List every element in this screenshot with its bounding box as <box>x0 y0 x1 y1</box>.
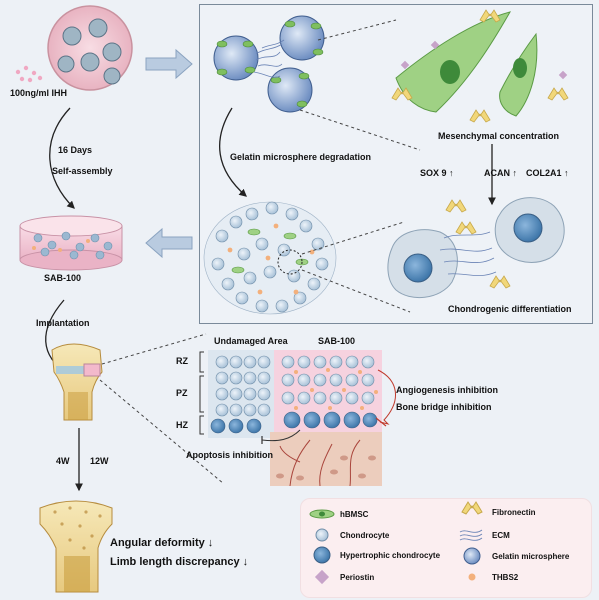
chondrogenic-cells <box>387 197 565 299</box>
arrow-left <box>145 227 193 259</box>
implantation-label: Implantation <box>36 318 90 328</box>
bone-bridge-label: Bone bridge inhibition <box>396 402 492 412</box>
down-arrow-icon: ↓ <box>242 556 249 568</box>
legend-thbs2: THBS2 <box>492 573 519 582</box>
sox9-label: SOX 9 ↑ <box>420 168 454 178</box>
legend-fibronectin: Fibronectin <box>492 508 536 517</box>
chondrogenic-label: Chondrogenic differentiation <box>448 304 572 314</box>
petri-dish <box>47 5 133 91</box>
sab-left-label: SAB-100 <box>44 273 82 283</box>
gelatin-degradation-label: Gelatin microsphere degradation <box>230 152 372 162</box>
ihh-dots <box>15 65 43 83</box>
legend-gelatin: Gelatin microsphere <box>492 552 570 561</box>
legend-periostin: Periostin <box>340 573 375 582</box>
arrow-right <box>145 48 193 80</box>
undamaged-label: Undamaged Area <box>214 336 288 346</box>
zoom-line-top <box>101 333 207 365</box>
pz-label: PZ <box>176 388 188 398</box>
week4-label: 4W <box>56 456 70 466</box>
bone-large <box>39 500 113 593</box>
sab-disk <box>19 215 123 271</box>
scaffold-aggregate <box>203 201 337 315</box>
hz-label: HZ <box>176 420 188 430</box>
days-label: 16 Days <box>58 145 93 155</box>
curve-arrow-3 <box>219 107 247 197</box>
up-arrow-icon: ↑ <box>512 168 518 178</box>
sab-right-label: SAB-100 <box>318 336 356 346</box>
self-assembly-label: Self-assembly <box>52 166 113 176</box>
col2a1-label: COL2A1 ↑ <box>526 168 569 178</box>
acan-label: ACAN ↑ <box>484 168 518 178</box>
growth-plate-zoom <box>199 350 396 487</box>
up-arrow-icon: ↑ <box>564 168 569 178</box>
curve-arrow-1 <box>49 107 75 209</box>
legend-hypertrophic: Hypertrophic chondrocyte <box>340 551 441 560</box>
ihh-label: 100ng/ml IHH <box>10 88 68 98</box>
down-arrow-icon: ↓ <box>207 537 214 549</box>
limb-label: Limb length discrepancy ↓ <box>110 556 249 568</box>
mesenchymal-cells <box>391 9 569 123</box>
week12-label: 12W <box>90 456 109 466</box>
legend-chondrocyte: Chondrocyte <box>340 531 390 540</box>
legend-hbmsc: hBMSC <box>340 510 369 519</box>
microsphere-aggregates <box>213 15 325 113</box>
up-arrow-icon: ↑ <box>449 168 454 178</box>
legend-icons <box>309 501 483 585</box>
angular-label: Angular deformity ↓ <box>110 537 214 549</box>
legend-ecm: ECM <box>492 531 510 540</box>
bone-small <box>51 343 103 421</box>
angiogenesis-label: Angiogenesis inhibition <box>396 385 498 395</box>
rz-label: RZ <box>176 356 188 366</box>
mesenchymal-label: Mesenchymal concentration <box>438 131 560 141</box>
zoom-line-bottom <box>99 379 225 485</box>
apoptosis-label: Apoptosis inhibition <box>186 450 273 460</box>
legend-box <box>300 498 592 598</box>
